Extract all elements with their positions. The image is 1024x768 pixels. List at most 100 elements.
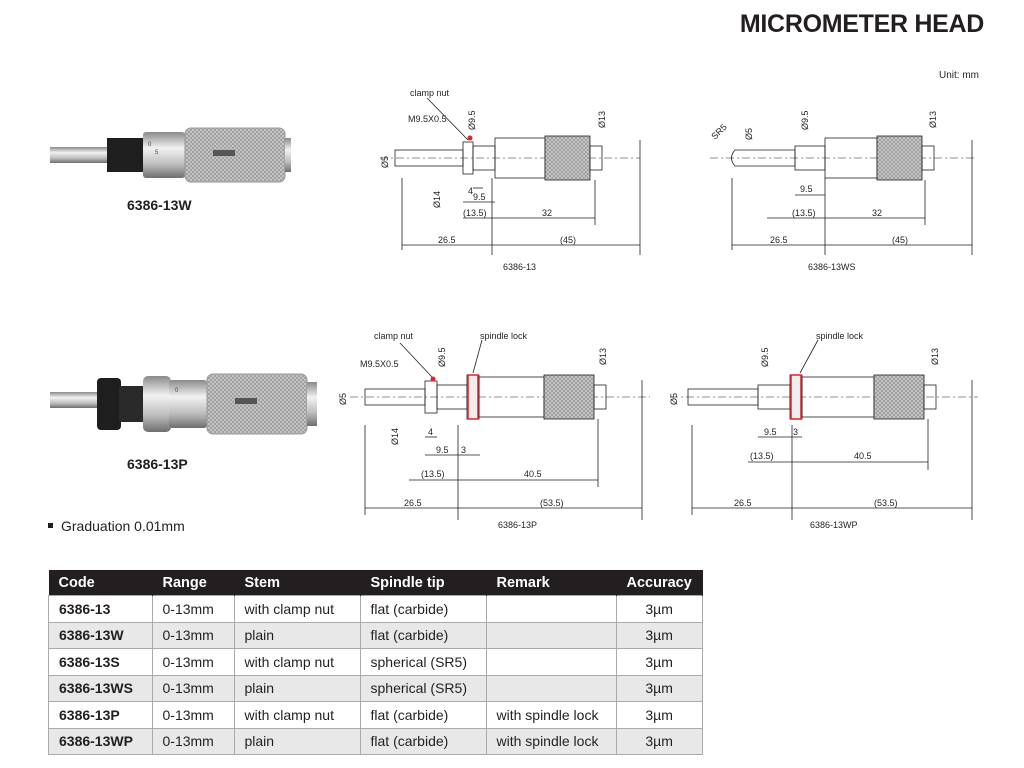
cell-stem: with clamp nut [233,648,361,676]
cell-accuracy: 3µm [615,701,703,729]
table-row: 6386-13S 0-13mm with clamp nut spherical… [48,648,703,676]
drawing-caption: 6386-13WP [810,520,858,530]
d5-label: Ø5 [380,156,390,168]
photo-label-13w: 6386-13W [127,197,192,213]
cell-spindle-tip: flat (carbide) [359,701,487,729]
d5-label: Ø5 [669,393,679,405]
cell-stem: plain [233,621,361,649]
drawing-6386-13p: clamp nut spindle lock M9.5X0.5 Ø9.5 Ø13… [338,331,650,530]
table-row: 6386-13WP 0-13mm plain flat (carbide) wi… [48,727,703,755]
cell-remark [485,648,617,676]
w26-5-label: 26.5 [734,498,752,508]
w26-5-label: 26.5 [770,235,788,245]
col-header-stem: Stem [234,570,361,596]
w9-5-label: 9.5 [436,445,449,455]
w13-5-label: (13.5) [792,208,816,218]
col-header-spindle-tip: Spindle tip [360,570,487,596]
d5-label: Ø5 [744,128,754,140]
photo-label-13p: 6386-13P [127,456,188,472]
w3-label: 3 [461,445,466,455]
bore-label: Ø9.5 [800,110,810,130]
cell-accuracy: 3µm [615,595,703,623]
cell-spindle-tip: flat (carbide) [359,595,487,623]
w3-label: 3 [793,427,798,437]
d14-label: Ø14 [432,191,442,208]
cell-code: 6386-13WP [48,727,153,755]
d13-label: Ø13 [928,111,938,128]
cell-range: 0-13mm [151,621,235,649]
w40-5-label: 40.5 [524,469,542,479]
table-row: 6386-13WS 0-13mm plain spherical (SR5) 3… [48,674,703,702]
spindle-lock-label: spindle lock [480,331,528,341]
w9-5-label: 9.5 [473,192,486,202]
clamp-nut-label: clamp nut [374,331,414,341]
w13-5-label: (13.5) [463,208,487,218]
w40-5-label: 40.5 [854,451,872,461]
graduation-note: Graduation 0.01mm [48,518,185,534]
d13-label: Ø13 [598,348,608,365]
bore-label: Ø9.5 [467,110,477,130]
cell-code: 6386-13 [48,595,153,623]
w26-5-label: 26.5 [404,498,422,508]
cell-range: 0-13mm [151,701,235,729]
w45-label: (45) [560,235,576,245]
w13-5-label: (13.5) [421,469,445,479]
svg-text:0: 0 [175,388,179,394]
page-title: MICROMETER HEAD [739,10,984,38]
bore-label: Ø9.5 [437,347,447,367]
svg-text:5: 5 [155,150,159,156]
drawing-caption: 6386-13P [498,520,537,530]
w4-label: 4 [468,186,473,196]
bullet-icon [48,522,53,528]
d13-label: Ø13 [597,111,607,128]
micrometer-photo-13w: 0 5 [50,127,291,183]
cell-remark [485,621,617,649]
w53-5-label: (53.5) [874,498,898,508]
w32-label: 32 [872,208,882,218]
bore-label: Ø9.5 [760,347,770,367]
drawing-6386-13ws: SR5 Ø5 Ø9.5 Ø13 9.5 (13.5) 32 26.5 (45) … [709,110,975,272]
cell-stem: plain [233,674,361,702]
cell-accuracy: 3µm [615,621,703,649]
col-header-accuracy: Accuracy [616,570,703,596]
cell-remark [485,674,617,702]
cell-code: 6386-13W [48,621,153,649]
cell-remark: with spindle lock [485,701,617,729]
drawing-caption: 6386-13WS [808,262,856,272]
col-header-range: Range [152,570,235,596]
cell-remark: with spindle lock [485,727,617,755]
w45-label: (45) [892,235,908,245]
cell-accuracy: 3µm [615,648,703,676]
cell-stem: with clamp nut [233,701,361,729]
cell-range: 0-13mm [151,727,235,755]
cell-code: 6386-13WS [48,674,153,702]
drawing-6386-13wp: spindle lock Ø9.5 Ø13 Ø5 9.5 3 (13.5) 40… [669,331,978,530]
w53-5-label: (53.5) [540,498,564,508]
thread-label: M9.5X0.5 [360,359,399,369]
unit-note: Unit: mm [939,70,979,81]
drawing-caption: 6386-13 [503,262,536,272]
w13-5-label: (13.5) [750,451,774,461]
thread-label: M9.5X0.5 [408,114,447,124]
svg-text:0: 0 [148,142,152,148]
cell-accuracy: 3µm [615,727,703,755]
spec-table: Code Range Stem Spindle tip Remark Accur… [48,570,703,755]
cell-spindle-tip: spherical (SR5) [359,648,487,676]
cell-remark [485,595,617,623]
table-row: 6386-13P 0-13mm with clamp nut flat (car… [48,701,703,729]
cell-range: 0-13mm [151,674,235,702]
d14-label: Ø14 [390,428,400,445]
micrometer-photo-13p: 0 [50,373,317,435]
cell-code: 6386-13S [48,648,153,676]
d13-label: Ø13 [930,348,940,365]
w26-5-label: 26.5 [438,235,456,245]
graduation-text: Graduation 0.01mm [61,518,185,534]
cell-code: 6386-13P [48,701,153,729]
sr5-label: SR5 [709,122,728,141]
w32-label: 32 [542,208,552,218]
cell-spindle-tip: spherical (SR5) [359,674,487,702]
cell-range: 0-13mm [151,648,235,676]
spindle-lock-label: spindle lock [816,331,864,341]
col-header-remark: Remark [486,570,617,596]
cell-accuracy: 3µm [615,674,703,702]
